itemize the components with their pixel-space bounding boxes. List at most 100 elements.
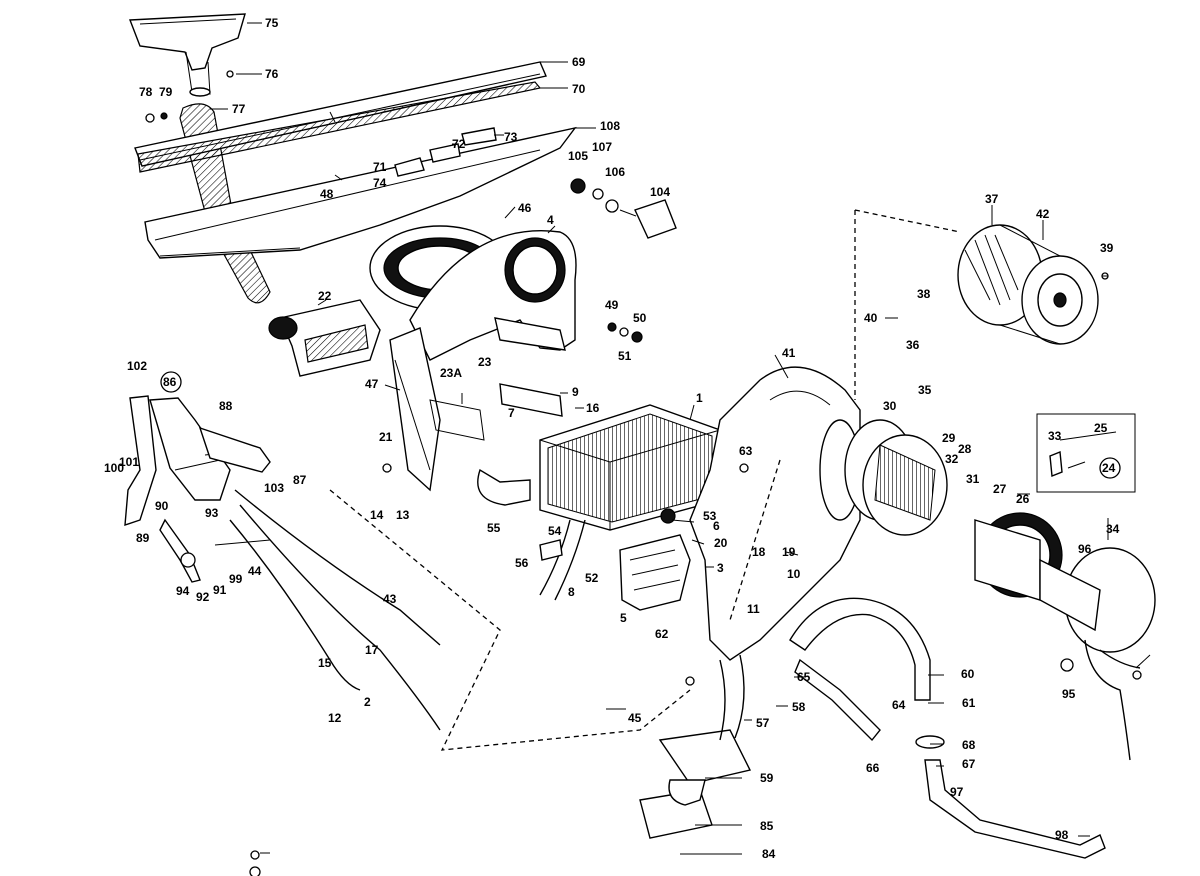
callout-label: 47 <box>365 377 379 391</box>
callout-label: 98 <box>1055 828 1069 842</box>
callout-circle <box>1099 457 1121 479</box>
callout-86: 86 <box>160 371 182 393</box>
callout-label: 61 <box>962 696 976 710</box>
callout-label: 4 <box>547 213 554 227</box>
callout-97: 97 <box>950 785 964 799</box>
callout-78: 78 <box>139 85 153 99</box>
callout-label: 87 <box>293 473 307 487</box>
callout-label: 23A <box>440 366 462 380</box>
callout-107: 107 <box>592 140 612 154</box>
callout-12: 12 <box>328 711 342 725</box>
callout-77: 77 <box>232 102 246 116</box>
callout-7: 7 <box>508 406 515 420</box>
callout-label: 11 <box>747 602 760 616</box>
callout-6: 6 <box>713 519 720 533</box>
callout-label: 104 <box>650 185 670 199</box>
callout-37: 37 <box>985 192 999 206</box>
callout-47: 47 <box>365 377 379 391</box>
callout-27: 27 <box>993 482 1007 496</box>
callout-68: 68 <box>962 738 976 752</box>
callout-23: 23 <box>478 355 492 369</box>
callout-102: 102 <box>127 359 147 373</box>
callout-label: 78 <box>139 85 153 99</box>
callout-label: 57 <box>756 716 770 730</box>
callout-label: 8 <box>568 585 575 599</box>
lower-hoses <box>477 468 586 601</box>
callout-14: 14 <box>370 508 384 522</box>
callout-39: 39 <box>1100 241 1114 255</box>
callout-label: 23 <box>478 355 492 369</box>
control-levers <box>124 395 271 583</box>
callout-label: 85 <box>760 819 774 833</box>
callout-98: 98 <box>1055 828 1069 842</box>
blower-motor <box>957 224 1099 345</box>
callout-60: 60 <box>961 667 975 681</box>
callout-41: 41 <box>782 346 796 360</box>
callout-79: 79 <box>159 85 173 99</box>
callout-44: 44 <box>248 564 262 578</box>
callout-69: 69 <box>572 55 586 69</box>
callout-label: 62 <box>655 627 669 641</box>
callout-52: 52 <box>585 571 599 585</box>
callout-label: 52 <box>585 571 599 585</box>
callout-106: 106 <box>605 165 625 179</box>
callout-label: 37 <box>985 192 999 206</box>
callout-label: 3 <box>717 561 724 575</box>
callout-40: 40 <box>864 311 878 325</box>
callout-63: 63 <box>739 444 753 458</box>
callout-42: 42 <box>1036 207 1050 221</box>
callout-10: 10 <box>787 567 801 581</box>
switch-assembly <box>570 178 677 239</box>
callout-56: 56 <box>515 556 529 570</box>
callout-103: 103 <box>264 481 284 495</box>
callout-21: 21 <box>379 430 393 444</box>
callout-label: 65 <box>797 670 811 684</box>
callout-89: 89 <box>136 531 150 545</box>
callout-label: 7 <box>508 406 515 420</box>
defroster-nozzle <box>129 13 246 97</box>
callout-label: 18 <box>752 545 766 559</box>
air-plenum <box>144 126 577 259</box>
callout-75: 75 <box>265 16 279 30</box>
callout-3: 3 <box>717 561 724 575</box>
callout-label: 64 <box>892 698 906 712</box>
callout-label: 68 <box>962 738 976 752</box>
callout-38: 38 <box>917 287 931 301</box>
callout-label: 90 <box>155 499 169 513</box>
callout-label: 93 <box>205 506 219 520</box>
callout-label: 101 <box>119 455 139 469</box>
callout-17: 17 <box>365 643 379 657</box>
callout-label: 99 <box>229 572 243 586</box>
callout-36: 36 <box>906 338 920 352</box>
callout-8: 8 <box>568 585 575 599</box>
callout-label: 102 <box>127 359 147 373</box>
callout-label: 96 <box>1078 542 1092 556</box>
leader-lines <box>210 22 1151 855</box>
callout-label: 33 <box>1048 429 1062 443</box>
callout-label: 60 <box>961 667 975 681</box>
callout-label: 95 <box>1062 687 1076 701</box>
callout-45: 45 <box>628 711 642 725</box>
callout-13: 13 <box>396 508 410 522</box>
callout-label: 59 <box>760 771 774 785</box>
callout-87: 87 <box>293 473 307 487</box>
callout-label: 105 <box>568 149 588 163</box>
callout-30: 30 <box>883 399 897 413</box>
callout-50: 50 <box>633 311 647 325</box>
callout-20: 20 <box>714 536 728 550</box>
callout-label: 45 <box>628 711 642 725</box>
callout-label: 40 <box>864 311 878 325</box>
callout-label: 97 <box>950 785 964 799</box>
callout-label: 103 <box>264 481 284 495</box>
callout-label: 72 <box>452 137 466 151</box>
callout-95: 95 <box>1062 687 1076 701</box>
callout-label: 70 <box>572 82 586 96</box>
callout-label: 66 <box>866 761 880 775</box>
callout-34: 34 <box>1106 522 1120 536</box>
callout-32: 32 <box>945 452 959 466</box>
callout-label: 42 <box>1036 207 1050 221</box>
callout-label: 22 <box>318 289 332 303</box>
callout-label: 75 <box>265 16 279 30</box>
callout-66: 66 <box>866 761 880 775</box>
callout-11: 11 <box>747 602 760 616</box>
